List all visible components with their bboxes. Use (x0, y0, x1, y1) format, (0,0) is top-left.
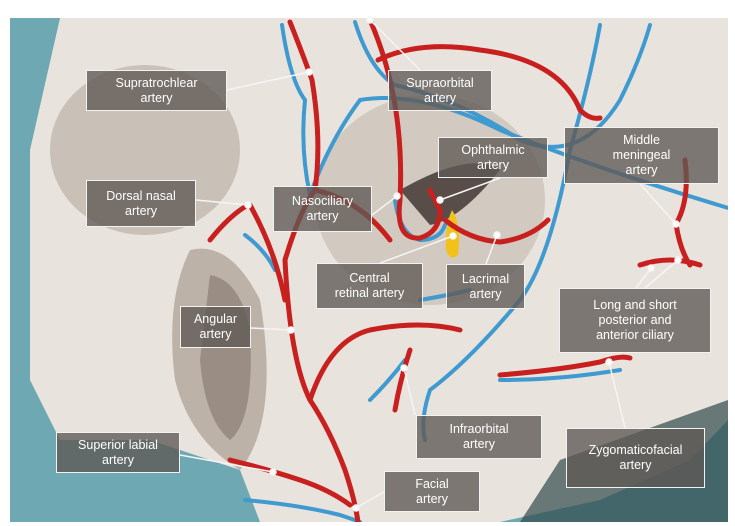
leader-lines (179, 16, 682, 512)
label-line: retinal artery (334, 286, 405, 300)
label-line: Long and short (593, 298, 677, 312)
label-line: Ophthalmic (461, 142, 525, 157)
label-line: Lacrimal (461, 271, 510, 286)
label-line: Middle (623, 133, 660, 147)
label-line: artery (463, 437, 495, 451)
label-line: Dorsal nasal (106, 188, 176, 203)
label-line: Nasociliary (291, 194, 354, 208)
label-line: artery (199, 327, 232, 341)
label-line: artery (477, 157, 509, 172)
label-line: Supraorbital (406, 75, 474, 90)
label-line: Angular (193, 312, 238, 326)
label-line: Infraorbital (449, 422, 509, 436)
label-line: artery (416, 491, 448, 506)
label-line: meningeal (612, 148, 671, 162)
label-line: Superior labial (78, 437, 158, 452)
optic-canal (400, 163, 500, 225)
label-line: anterior ciliary (596, 328, 674, 342)
label-line: artery (469, 286, 502, 301)
label-line: Facial (415, 476, 449, 491)
label-line: posterior and (598, 313, 672, 327)
label-line: artery (306, 209, 339, 223)
label-line: artery (102, 452, 134, 467)
label-line: artery (125, 203, 157, 218)
label-line: Zygomaticofacial (588, 443, 683, 457)
label-line: artery (619, 458, 652, 472)
label-line: Supratrochlear (115, 75, 198, 90)
label-line: Central (349, 271, 390, 285)
label-line: artery (140, 90, 173, 105)
label-line: artery (625, 163, 658, 177)
label-line: artery (424, 90, 456, 105)
